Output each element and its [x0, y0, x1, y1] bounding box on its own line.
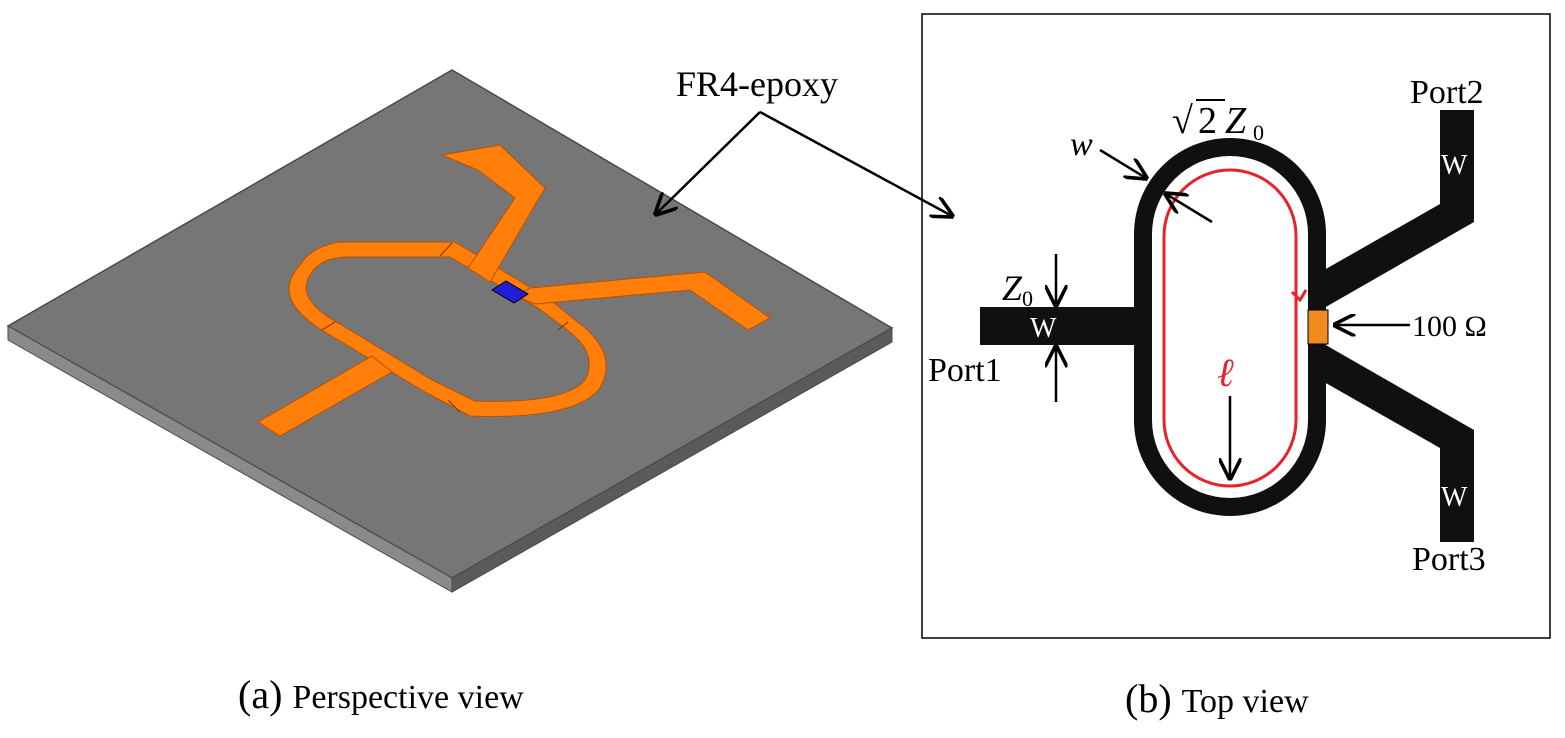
resistor-top — [1307, 309, 1329, 345]
length-label: ℓ — [1217, 350, 1234, 395]
ring-width-label: w — [1070, 126, 1093, 163]
z0-label: Z0 — [1002, 268, 1033, 311]
resistor-3d — [491, 280, 529, 304]
substrate-side-right — [451, 327, 893, 593]
substrate-arrow-right — [759, 110, 952, 216]
port1-width-label: W — [1030, 313, 1057, 344]
substrate-arrow-left — [656, 111, 761, 214]
copper-traces — [257, 144, 771, 437]
signal-path-tick — [1290, 289, 1308, 303]
port1-label: Port1 — [928, 352, 1002, 389]
port3-feed-3d — [513, 271, 771, 331]
port3-width-label: W — [1441, 482, 1468, 513]
resistor-value-label: 100 Ω — [1412, 310, 1487, 343]
port2-feed-top — [1324, 110, 1474, 308]
svg-text:Z: Z — [1225, 100, 1247, 142]
perspective-view — [6, 69, 894, 593]
ring-segment-marks — [321, 242, 569, 413]
port3-feed-top — [1324, 344, 1474, 542]
signal-path — [1162, 168, 1298, 488]
top-view-traces — [980, 110, 1474, 542]
port3-label: Port3 — [1412, 541, 1486, 578]
port1-feed-3d — [257, 355, 393, 437]
port2-feed-3d — [440, 144, 546, 283]
port1-feed-top — [980, 307, 1136, 345]
port2-width-label: W — [1441, 150, 1468, 181]
panel-b-caption: (b)Top view — [1125, 676, 1309, 721]
ring-width-arrow-inner — [1166, 194, 1213, 224]
substrate-label: FR4-epoxy — [676, 64, 838, 104]
svg-text:2: 2 — [1198, 100, 1217, 142]
top-view-frame — [921, 13, 1551, 639]
ring-impedance-label: √ 2 Z 0 — [1172, 99, 1264, 145]
ring-width-arrow-outer — [1099, 148, 1146, 178]
svg-text:√: √ — [1172, 100, 1193, 142]
port2-label: Port2 — [1410, 74, 1484, 111]
ring-3d — [288, 241, 607, 417]
panel-a-caption: (a)Perspective view — [238, 672, 524, 717]
svg-text:0: 0 — [1253, 120, 1264, 145]
